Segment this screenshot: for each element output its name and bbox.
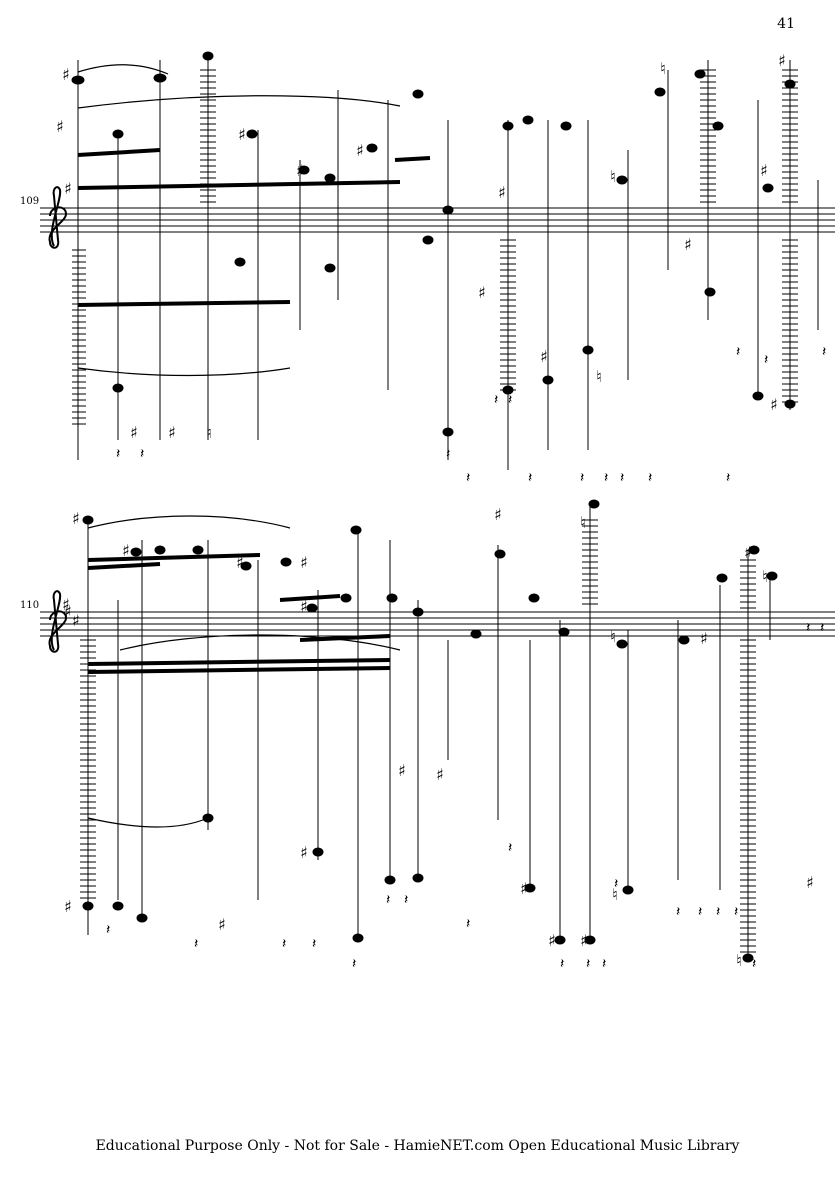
svg-text:♮: ♮ [206, 423, 212, 442]
svg-text:𝄽: 𝄽 [614, 876, 618, 892]
svg-text:𝄽: 𝄽 [602, 956, 606, 972]
svg-text:𝄽: 𝄽 [752, 956, 756, 972]
svg-text:♮: ♮ [736, 951, 742, 970]
notes-system-109: ♯ ♯ ♯ ♯ ♯ ♯ ♯ ♮ ♮ ♯ ♯ ♯ ♯ ♯ ♮ ♯ ♯ ♮ ♯ 𝄽 … [56, 51, 826, 486]
svg-text:𝄽: 𝄽 [446, 446, 450, 462]
svg-text:𝄽: 𝄽 [676, 904, 680, 920]
svg-text:𝄽: 𝄽 [698, 904, 702, 920]
svg-text:𝄽: 𝄽 [404, 892, 408, 908]
svg-text:♮: ♮ [580, 513, 586, 532]
svg-text:♯: ♯ [72, 509, 80, 528]
svg-text:𝄽: 𝄽 [560, 956, 564, 972]
svg-text:𝄽: 𝄽 [466, 470, 470, 486]
svg-text:♯: ♯ [168, 423, 176, 442]
svg-text:𝄽: 𝄽 [586, 956, 590, 972]
svg-text:♯: ♯ [236, 553, 244, 572]
svg-text:♯: ♯ [72, 611, 80, 630]
svg-text:♯: ♯ [62, 65, 70, 84]
svg-text:♯: ♯ [300, 553, 308, 572]
svg-text:♮: ♮ [610, 167, 616, 186]
svg-text:♯: ♯ [64, 602, 72, 621]
svg-text:𝄽: 𝄽 [508, 392, 512, 408]
staff-system-110 [40, 611, 835, 637]
svg-text:♯: ♯ [62, 595, 70, 614]
svg-text:♮: ♮ [660, 59, 666, 78]
svg-text:𝄽: 𝄽 [580, 470, 584, 486]
staff-system-109 [40, 207, 835, 233]
svg-text:𝄽: 𝄽 [726, 470, 730, 486]
svg-text:𝄽: 𝄽 [140, 446, 144, 462]
svg-text:𝄽: 𝄽 [312, 936, 316, 952]
page-number: 41 [777, 16, 795, 32]
svg-text:𝄽: 𝄽 [620, 470, 624, 486]
svg-text:𝄽: 𝄽 [494, 392, 498, 408]
svg-text:♯: ♯ [478, 283, 486, 302]
svg-text:𝄽: 𝄽 [648, 470, 652, 486]
svg-text:♯: ♯ [130, 423, 138, 442]
svg-text:𝄽: 𝄽 [194, 936, 198, 952]
svg-text:𝄽: 𝄽 [764, 352, 768, 368]
svg-text:♯: ♯ [520, 879, 528, 898]
svg-text:♮: ♮ [762, 567, 768, 586]
svg-text:♯: ♯ [436, 765, 444, 784]
svg-text:♯: ♯ [778, 51, 786, 70]
svg-text:𝄽: 𝄽 [466, 916, 470, 932]
treble-clef-icon [48, 186, 68, 249]
svg-text:♯: ♯ [548, 931, 556, 950]
svg-text:♮: ♮ [596, 367, 602, 386]
svg-text:♯: ♯ [760, 161, 768, 180]
svg-text:𝄽: 𝄽 [820, 620, 824, 636]
svg-text:♯: ♯ [56, 117, 64, 136]
key-signature: ♯ ♯ [64, 602, 80, 630]
svg-text:𝄽: 𝄽 [352, 956, 356, 972]
svg-text:♯: ♯ [64, 897, 72, 916]
svg-text:♯: ♯ [684, 235, 692, 254]
svg-text:𝄽: 𝄽 [106, 922, 110, 938]
svg-text:𝄽: 𝄽 [282, 936, 286, 952]
svg-text:♯: ♯ [806, 873, 814, 892]
svg-text:♯: ♯ [700, 629, 708, 648]
svg-text:♯: ♯ [238, 125, 246, 144]
svg-text:♯: ♯ [498, 183, 506, 202]
svg-text:♯: ♯ [122, 541, 130, 560]
svg-text:𝄽: 𝄽 [528, 470, 532, 486]
svg-text:𝄽: 𝄽 [508, 840, 512, 856]
svg-text:𝄽: 𝄽 [716, 904, 720, 920]
svg-text:♯: ♯ [580, 931, 588, 950]
svg-text:♮: ♮ [610, 627, 616, 646]
svg-text:𝄽: 𝄽 [386, 892, 390, 908]
treble-clef-icon [48, 590, 68, 653]
svg-text:♯: ♯ [300, 843, 308, 862]
svg-text:♯: ♯ [218, 915, 226, 934]
notes-system-110: ♯ ♯ ♯ ♯ ♯ ♯ ♯ ♯ ♯ ♮ ♮ ♯ ♯ ♮ ♯ ♯ ♯ ♯ ♯ ♯ … [62, 499, 824, 972]
svg-text:♮: ♮ [612, 885, 618, 904]
svg-text:♯: ♯ [770, 395, 778, 414]
measure-number-109: 109 [20, 196, 40, 207]
svg-text:𝄽: 𝄽 [822, 344, 826, 360]
svg-text:𝄽: 𝄽 [734, 904, 738, 920]
svg-text:♯: ♯ [494, 505, 502, 524]
measure-number-110: 110 [20, 600, 40, 611]
svg-text:𝄽: 𝄽 [116, 446, 120, 462]
svg-text:♯: ♯ [300, 597, 308, 616]
svg-text:♯: ♯ [398, 761, 406, 780]
svg-text:♯: ♯ [540, 347, 548, 366]
footer-notice: Educational Purpose Only - Not for Sale … [95, 1138, 740, 1154]
svg-text:𝄽: 𝄽 [736, 344, 740, 360]
svg-text:♯: ♯ [64, 179, 72, 198]
svg-text:𝄽: 𝄽 [604, 470, 608, 486]
svg-text:♯: ♯ [296, 161, 304, 180]
svg-text:𝄽: 𝄽 [806, 620, 810, 636]
svg-text:♯: ♯ [356, 141, 364, 160]
svg-text:♯: ♯ [744, 543, 752, 562]
